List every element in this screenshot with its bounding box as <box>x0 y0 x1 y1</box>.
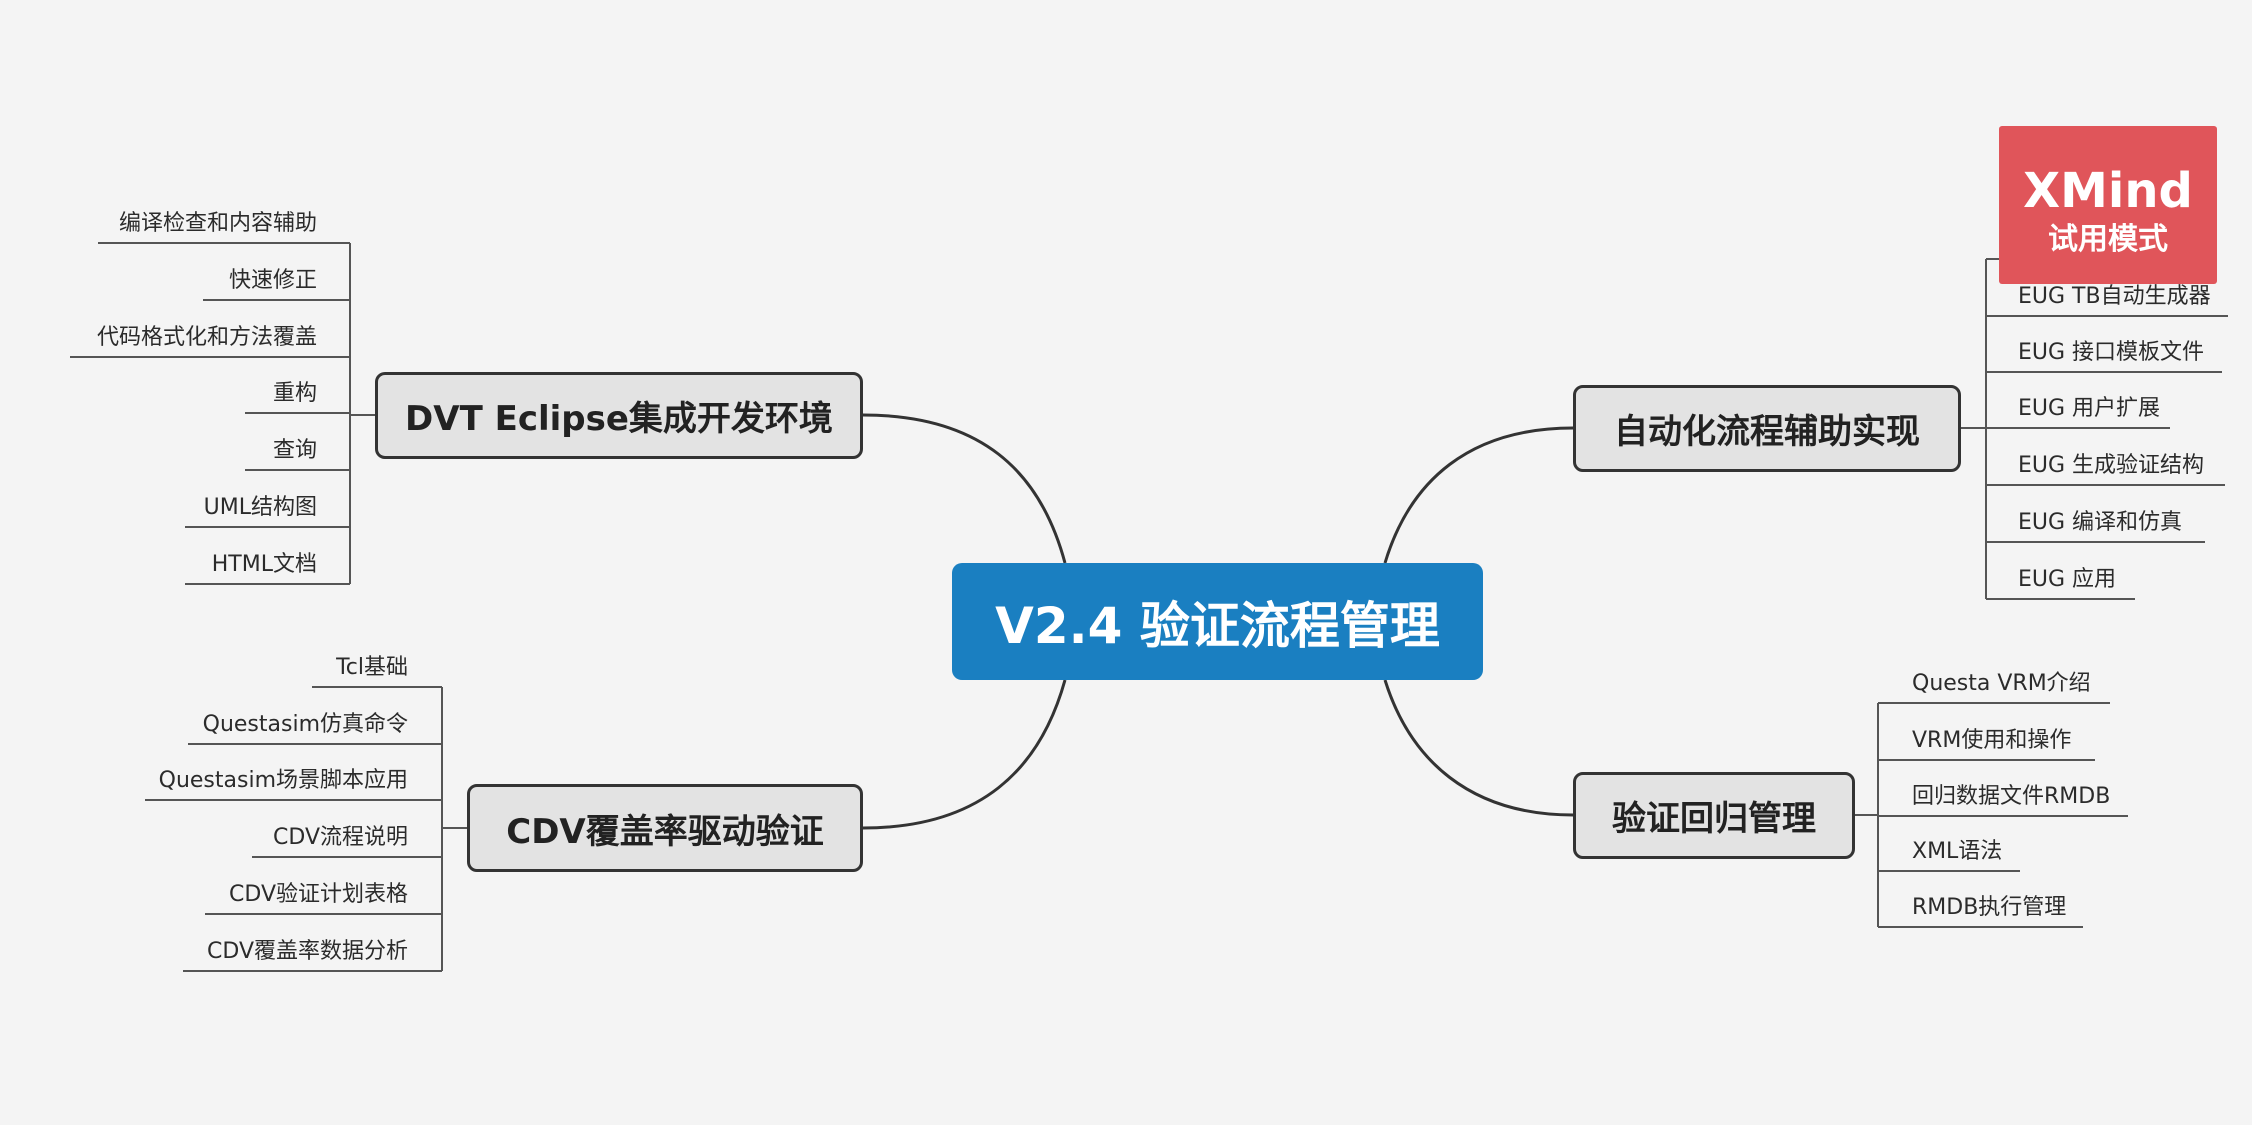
subtopic-cdv-1[interactable]: Tcl基础 <box>336 655 408 680</box>
topic-label: CDV覆盖率驱动验证 <box>506 811 824 852</box>
connector-auto <box>1383 426 1574 564</box>
watermark-brand: XMind <box>2023 163 2193 219</box>
subtopic-regress-2[interactable]: VRM使用和操作 <box>1912 728 2072 753</box>
subtopic-auto-2[interactable]: EUG TB自动生成器 <box>2018 284 2211 309</box>
subtopic-dvt-7[interactable]: HTML文档 <box>211 552 317 577</box>
subtopic-cdv-2[interactable]: Questasim仿真命令 <box>202 712 408 737</box>
topic-automation[interactable]: 自动化流程辅助实现 <box>1573 385 1961 472</box>
topic-label: 验证回归管理 <box>1612 799 1816 839</box>
topic-label: DVT Eclipse集成开发环境 <box>405 399 833 439</box>
subtopic-dvt-5[interactable]: 查询 <box>272 438 317 463</box>
watermark-mode: 试用模式 <box>2048 222 2168 257</box>
subtopic-auto-6[interactable]: EUG 编译和仿真 <box>2018 510 2183 535</box>
topic-label: 自动化流程辅助实现 <box>1614 412 1920 452</box>
connector-dvt <box>862 413 1067 564</box>
subtopic-dvt-2[interactable]: 快速修正 <box>228 268 317 293</box>
subtopic-cdv-5[interactable]: CDV验证计划表格 <box>229 882 408 907</box>
subtopic-auto-5[interactable]: EUG 生成验证结构 <box>2018 453 2205 478</box>
subtopic-dvt-3[interactable]: 代码格式化和方法覆盖 <box>96 325 317 350</box>
subtopic-cdv-6[interactable]: CDV覆盖率数据分析 <box>207 939 408 964</box>
connector-cdv <box>862 679 1067 830</box>
subtopic-auto-4[interactable]: EUG 用户扩展 <box>2018 396 2161 421</box>
subtopic-regress-1[interactable]: Questa VRM介绍 <box>1912 671 2091 696</box>
connector-regress <box>1383 679 1574 817</box>
subtopic-auto-7[interactable]: EUG 应用 <box>2018 567 2117 592</box>
subtopic-cdv-3[interactable]: Questasim场景脚本应用 <box>158 768 408 793</box>
central-topic-label: V2.4 验证流程管理 <box>995 596 1440 655</box>
subtopic-dvt-6[interactable]: UML结构图 <box>203 495 317 520</box>
topic-regression[interactable]: 验证回归管理 <box>1573 772 1855 859</box>
subtopic-regress-5[interactable]: RMDB执行管理 <box>1912 895 2067 920</box>
subtopic-dvt-4[interactable]: 重构 <box>272 381 317 406</box>
topic-dvt-eclipse[interactable]: DVT Eclipse集成开发环境 <box>375 372 863 459</box>
topic-cdv-coverage[interactable]: CDV覆盖率驱动验证 <box>467 784 863 872</box>
subtopic-regress-3[interactable]: 回归数据文件RMDB <box>1912 784 2111 809</box>
subtopic-dvt-1[interactable]: 编译检查和内容辅助 <box>118 211 317 236</box>
xmind-trial-watermark: XMind 试用模式 <box>1999 126 2217 284</box>
subtopic-regress-4[interactable]: XML语法 <box>1912 839 2003 864</box>
subtopic-auto-3[interactable]: EUG 接口模板文件 <box>2018 340 2205 365</box>
subtopic-cdv-4[interactable]: CDV流程说明 <box>273 825 408 850</box>
central-topic[interactable]: V2.4 验证流程管理 <box>952 563 1483 680</box>
